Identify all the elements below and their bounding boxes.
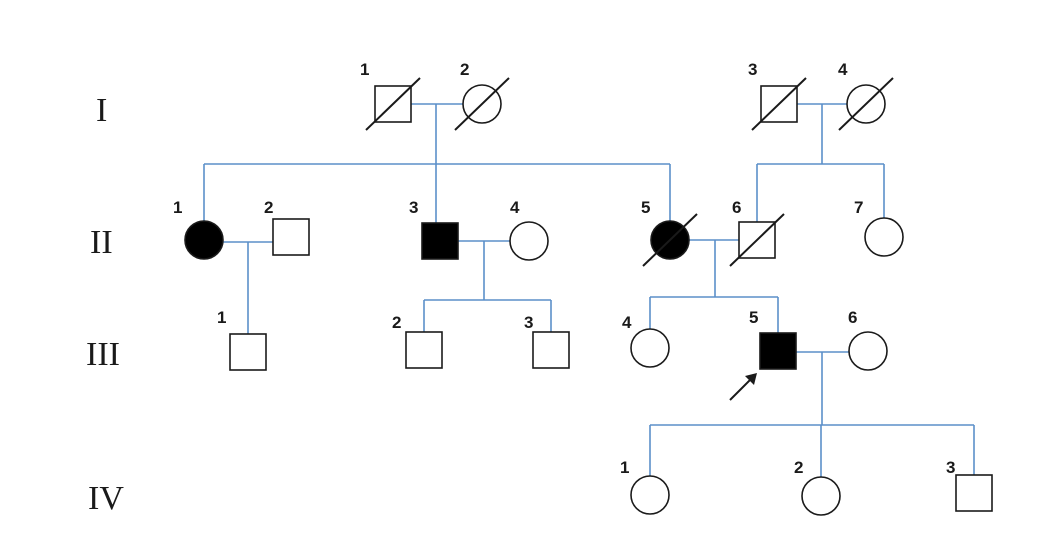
individual-number-label: 2: [392, 313, 401, 332]
affected-male-symbol: [759, 332, 797, 370]
deceased-slash: [729, 213, 785, 267]
individual-number-label: 1: [173, 198, 182, 217]
individual-ii-4: 4: [509, 198, 549, 261]
individual-iii-6: 6: [848, 308, 888, 371]
individual-number-label: 2: [264, 198, 273, 217]
individual-ii-3: 3: [409, 198, 459, 260]
individual-ii-1: 1: [173, 198, 224, 260]
proband-arrow: [729, 373, 757, 401]
deceased-slash: [751, 77, 807, 131]
individual-iii-5: 5: [749, 308, 797, 370]
individual-iv-3: 3: [946, 458, 993, 512]
male-symbol: [405, 331, 443, 369]
proband-arrow-head: [745, 373, 757, 385]
deceased-slash: [454, 77, 510, 131]
individual-ii-5: 5: [641, 198, 698, 267]
individual-number-label: 2: [794, 458, 803, 477]
generation-label-iii: III: [86, 336, 120, 373]
female-symbol: [509, 221, 549, 261]
individual-i-4: 4: [838, 60, 894, 131]
deceased-slash: [838, 77, 894, 131]
individual-iii-3: 3: [524, 313, 570, 369]
female-symbol: [630, 475, 670, 515]
generation-label-i: I: [96, 92, 107, 129]
individual-ii-6: 6: [729, 198, 785, 267]
female-symbol: [630, 328, 670, 368]
individual-number-label: 5: [641, 198, 650, 217]
individual-iii-2: 2: [392, 313, 443, 369]
generation-label-ii: II: [90, 224, 113, 261]
individual-number-label: 4: [838, 60, 848, 79]
individual-number-label: 3: [409, 198, 418, 217]
individual-number-label: 3: [748, 60, 757, 79]
deceased-slash: [642, 213, 698, 267]
individual-number-label: 5: [749, 308, 758, 327]
individuals: 1 2 3 4 1 2 3 4 5 6 7 1 2 3 4 5 6 1 2 3: [173, 60, 993, 516]
individual-number-label: 1: [217, 308, 226, 327]
female-symbol: [848, 331, 888, 371]
individual-number-label: 2: [460, 60, 469, 79]
individual-i-2: 2: [454, 60, 510, 131]
individual-number-label: 4: [622, 313, 632, 332]
individual-number-label: 3: [946, 458, 955, 477]
male-symbol: [229, 333, 267, 371]
individual-number-label: 6: [848, 308, 857, 327]
individual-number-label: 6: [732, 198, 741, 217]
female-symbol: [801, 476, 841, 516]
generation-label-iv: IV: [88, 480, 124, 517]
male-symbol: [272, 218, 310, 256]
individual-number-label: 4: [510, 198, 520, 217]
male-symbol: [955, 474, 993, 512]
individual-ii-7: 7: [854, 198, 904, 257]
individual-iii-1: 1: [217, 308, 267, 371]
individual-ii-2: 2: [264, 198, 310, 256]
individual-number-label: 1: [620, 458, 629, 477]
individual-number-label: 1: [360, 60, 369, 79]
individual-iv-1: 1: [620, 458, 670, 515]
individual-iii-4: 4: [622, 313, 670, 368]
proband-arrow-shaft: [729, 376, 754, 401]
male-symbol: [532, 331, 570, 369]
individual-i-3: 3: [748, 60, 807, 131]
individual-number-label: 3: [524, 313, 533, 332]
individual-i-1: 1: [360, 60, 421, 131]
deceased-slash: [365, 77, 421, 131]
affected-female-symbol: [184, 220, 224, 260]
affected-male-symbol: [421, 222, 459, 260]
relationship-lines: [203, 103, 975, 478]
female-symbol: [864, 217, 904, 257]
individual-iv-2: 2: [794, 458, 841, 516]
individual-number-label: 7: [854, 198, 863, 217]
